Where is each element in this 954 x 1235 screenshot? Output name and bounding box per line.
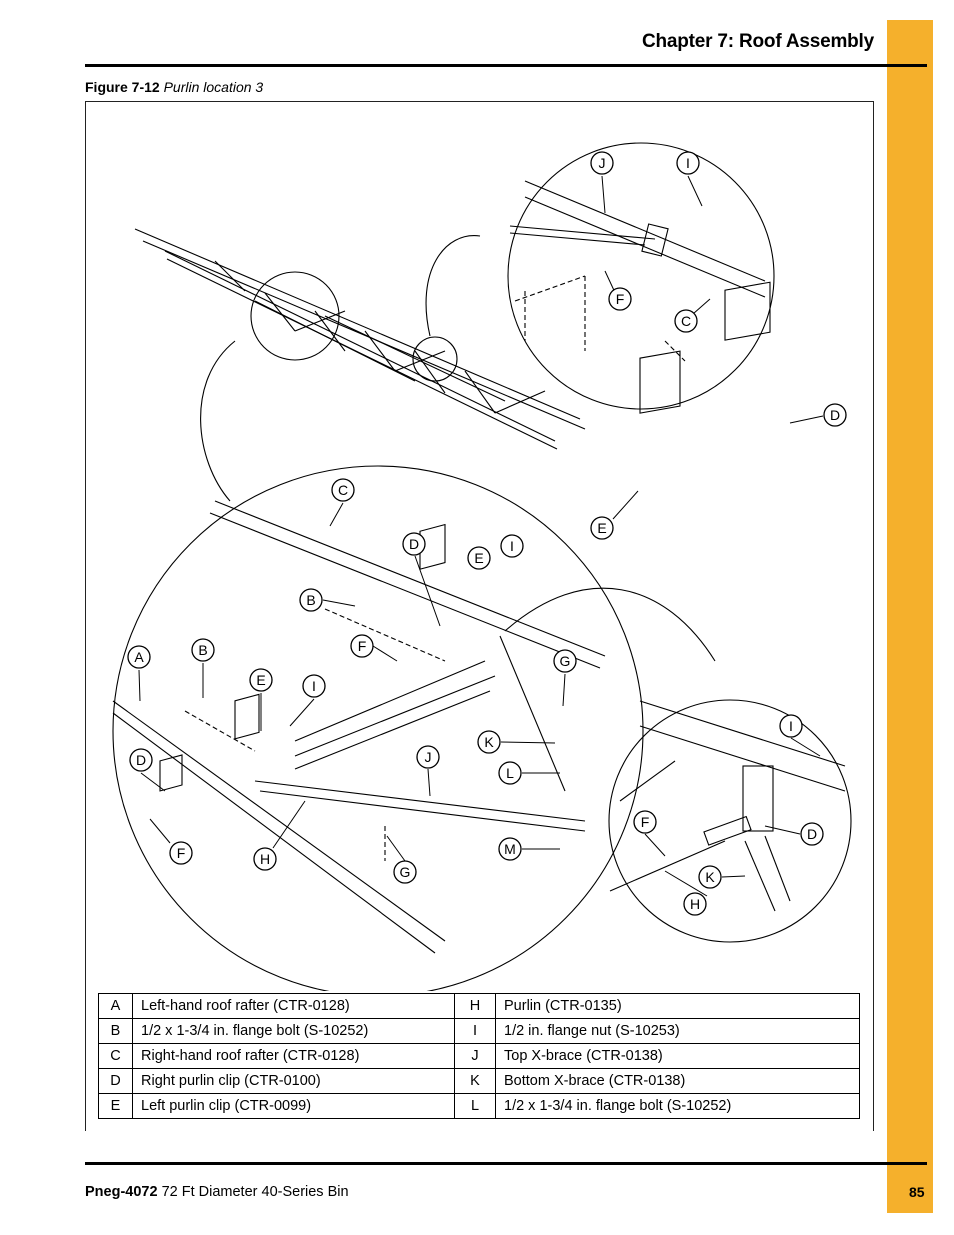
- figure-title: Purlin location 3: [163, 79, 264, 95]
- svg-text:D: D: [807, 826, 817, 842]
- callout-main-j: J: [416, 745, 440, 797]
- svg-text:I: I: [510, 538, 514, 554]
- footer-rule: [85, 1162, 927, 1165]
- callout-main-g2: G: [386, 835, 417, 884]
- figure-label: Figure 7-12: [85, 79, 160, 95]
- callout-bottom-k: K: [698, 865, 746, 889]
- assembly-drawing: J I F C D E C D E I B F G A B E I K J L …: [112, 142, 852, 991]
- callout-main-i1: I: [500, 534, 524, 558]
- callout-loose-e: E: [590, 490, 639, 540]
- chapter-title: Chapter 7: Roof Assembly: [641, 31, 874, 52]
- svg-text:I: I: [789, 718, 793, 734]
- svg-text:B: B: [198, 642, 207, 658]
- svg-text:K: K: [484, 734, 494, 750]
- callout-bottom-f: F: [633, 810, 666, 857]
- svg-text:G: G: [400, 864, 411, 880]
- callout-main-d: D: [402, 532, 441, 627]
- overview-truss: [134, 228, 586, 450]
- callout-main-k: K: [477, 730, 556, 754]
- callout-main-h: H: [253, 800, 306, 871]
- callout-main-f2: F: [149, 818, 193, 865]
- figure-frame: [85, 101, 874, 1131]
- svg-text:B: B: [306, 592, 315, 608]
- callout-bottom-i: I: [779, 714, 821, 757]
- callout-bottom-h: H: [664, 870, 708, 916]
- svg-text:F: F: [177, 845, 186, 861]
- svg-text:D: D: [136, 752, 146, 768]
- bottom-detail-parts: [609, 700, 846, 912]
- svg-text:M: M: [504, 841, 516, 857]
- svg-text:C: C: [681, 313, 691, 329]
- svg-text:F: F: [641, 814, 650, 830]
- callout-main-d2: D: [129, 748, 166, 792]
- callout-main-g1: G: [553, 649, 577, 707]
- callout-main-b1: B: [299, 588, 356, 612]
- page-number: 85: [909, 1184, 925, 1200]
- callout-top-f: F: [604, 270, 632, 311]
- callout-loose-d: D: [789, 403, 847, 427]
- svg-text:K: K: [705, 869, 715, 885]
- callout-main-e1: E: [467, 546, 491, 570]
- callouts: J I F C D E C D E I B F G A B E I K J L …: [127, 151, 847, 916]
- main-detail-parts: [112, 500, 606, 954]
- callout-main-b2: B: [191, 638, 215, 698]
- svg-text:J: J: [599, 155, 606, 171]
- callout-main-m: M: [498, 837, 560, 861]
- callout-bottom-d: D: [764, 822, 824, 846]
- svg-text:H: H: [690, 896, 700, 912]
- svg-text:F: F: [616, 291, 625, 307]
- callout-top-i: I: [676, 151, 703, 207]
- svg-text:H: H: [260, 851, 270, 867]
- callout-main-a: A: [127, 645, 151, 702]
- footer-document-title: Pneg-4072 72 Ft Diameter 40-Series Bin: [85, 1184, 349, 1200]
- callout-main-f1: F: [350, 634, 398, 662]
- table-row: E Left purlin clip (CTR-0099) L 1/2 x 1-…: [98, 1093, 860, 1119]
- header-rule: [85, 64, 927, 67]
- svg-text:C: C: [338, 482, 348, 498]
- callout-main-e2: E: [249, 668, 273, 731]
- svg-text:I: I: [312, 678, 316, 694]
- callout-main-l: L: [498, 761, 560, 785]
- svg-text:D: D: [409, 536, 419, 552]
- table-row: A Left-hand roof rafter (CTR-0128) H Pur…: [98, 993, 860, 1019]
- chapter-side-tab: [887, 20, 933, 1213]
- callout-top-j: J: [590, 151, 614, 214]
- parts-table: A Left-hand roof rafter (CTR-0128) H Pur…: [98, 993, 860, 1119]
- svg-text:E: E: [597, 520, 606, 536]
- top-detail-parts: [509, 180, 766, 362]
- table-row: B 1/2 x 1-3/4 in. flange bolt (S-10252) …: [98, 1018, 860, 1044]
- svg-text:A: A: [134, 649, 144, 665]
- svg-text:D: D: [830, 407, 840, 423]
- svg-text:G: G: [560, 653, 571, 669]
- callout-main-i2: I: [289, 674, 326, 727]
- svg-text:I: I: [686, 155, 690, 171]
- footer-doc-number: Pneg-4072: [85, 1184, 158, 1200]
- svg-text:E: E: [256, 672, 265, 688]
- svg-text:E: E: [474, 550, 483, 566]
- callout-top-c: C: [674, 298, 711, 333]
- table-row: D Right purlin clip (CTR-0100) K Bottom …: [98, 1068, 860, 1094]
- footer-doc-title: 72 Ft Diameter 40-Series Bin: [161, 1184, 349, 1200]
- svg-text:L: L: [506, 765, 514, 781]
- svg-text:J: J: [425, 749, 432, 765]
- table-row: C Right-hand roof rafter (CTR-0128) J To…: [98, 1043, 860, 1069]
- figure-caption: Figure 7-12 Purlin location 3: [85, 79, 263, 95]
- svg-text:F: F: [358, 638, 367, 654]
- callout-main-c: C: [329, 478, 355, 527]
